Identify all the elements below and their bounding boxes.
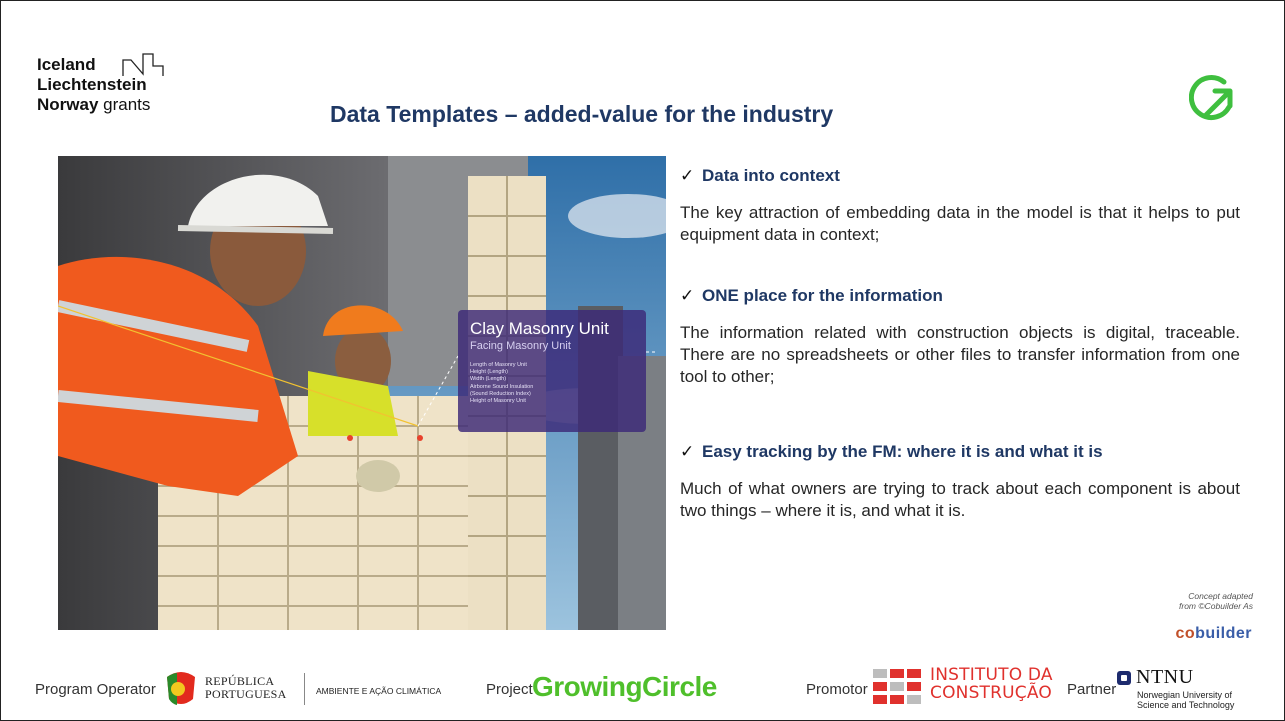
bullet-body: Much of what owners are trying to track … — [680, 479, 1240, 520]
bullet-body: The information related with constructio… — [680, 323, 1240, 386]
grants-logo-icon — [122, 53, 164, 76]
overlay-row: (Sound Reduction Index) — [470, 390, 531, 397]
growingcircle-logo: GrowingCircle — [532, 671, 717, 702]
check-icon: ✓ — [680, 442, 695, 461]
overlay-row: Height (Length) — [470, 369, 508, 376]
bullet-item: ✓ Data into context The key attraction of… — [680, 166, 1240, 246]
ntnu-logo: NTNU — [1136, 666, 1194, 688]
itec-grid-icon — [873, 669, 921, 704]
footer-logos: Program Operator REPÚBLICA PORTUGUESA AM… — [0, 665, 1285, 715]
grants-line2: Liechtenstein — [37, 75, 147, 94]
itec-logo: INSTITUTO DA CONSTRUÇÃO — [930, 666, 1053, 702]
credit-note: Concept adapted from ©Cobuilder As — [1179, 591, 1253, 611]
cobuilder-part2: builder — [1195, 625, 1252, 642]
portugal-flag-icon — [167, 672, 195, 705]
check-icon: ✓ — [680, 166, 695, 185]
overlay-row: Height of Masonry Unit — [470, 398, 526, 405]
bullet-heading: ONE place for the information — [702, 286, 943, 305]
bullet-item: ✓ Easy tracking by the FM: where it is an… — [680, 442, 1240, 522]
partner-label: Partner — [1067, 681, 1117, 698]
growing-circle-arrow-icon — [1189, 75, 1233, 121]
footer-divider — [304, 673, 305, 705]
ambiente-label: AMBIENTE E AÇÃO CLIMÁTICA — [316, 686, 442, 696]
check-icon: ✓ — [680, 286, 695, 305]
overlay-row: Length of Masonry Unit — [470, 362, 527, 368]
bullet-heading: Data into context — [702, 166, 840, 185]
grants-line1: Iceland — [37, 55, 96, 74]
grants-line3-light: grants — [103, 95, 151, 114]
ntnu-logo-icon — [1117, 671, 1131, 685]
overlay-row: Width (Length) — [470, 376, 507, 383]
overlay-heading: Clay Masonry Unit — [470, 319, 609, 338]
ntnu-sub-line1: Norwegian University of — [1137, 690, 1233, 700]
bullet-body: The key attraction of embedding data in … — [680, 203, 1240, 244]
cobuilder-logo: cobuilder — [1175, 625, 1252, 643]
cobuilder-part1: co — [1175, 625, 1196, 642]
overlay-subheading: Facing Masonry Unit — [470, 340, 571, 352]
project-label: Project — [486, 681, 533, 698]
ntnu-subtitle: Norwegian University of Science and Tech… — [1137, 690, 1234, 710]
itec-line1: INSTITUTO DA — [930, 665, 1053, 685]
grants-line3-bold: Norway — [37, 95, 99, 114]
photo-info-overlay: Clay Masonry Unit Facing Masonry Unit Le… — [458, 310, 646, 432]
republica-line2: PORTUGUESA — [205, 687, 287, 701]
bullet-heading: Easy tracking by the FM: where it is and… — [702, 442, 1103, 461]
program-operator-label: Program Operator — [35, 681, 156, 698]
bullet-item: ✓ ONE place for the information The infor… — [680, 286, 1240, 388]
ntnu-sub-line2: Science and Technology — [1137, 700, 1235, 710]
overlay-properties: Length of Masonry Unit Height (Length) W… — [470, 362, 533, 405]
republica-portuguesa: REPÚBLICA PORTUGUESA — [205, 675, 287, 701]
itec-line2: CONSTRUÇÃO — [930, 683, 1052, 703]
republica-line1: REPÚBLICA — [205, 674, 275, 688]
credit-line1: Concept adapted — [1188, 591, 1253, 601]
grants-logo: Iceland Liechtenstein Norway grants — [37, 53, 187, 115]
overlay-row: Airborne Sound Insulation — [470, 383, 534, 390]
credit-line2: from ©Cobuilder As — [1179, 601, 1253, 611]
slide-title: Data Templates – added-value for the ind… — [330, 101, 834, 127]
construction-photo: Clay Masonry Unit Facing Masonry Unit Le… — [58, 156, 666, 630]
promotor-label: Promotor — [806, 681, 868, 698]
